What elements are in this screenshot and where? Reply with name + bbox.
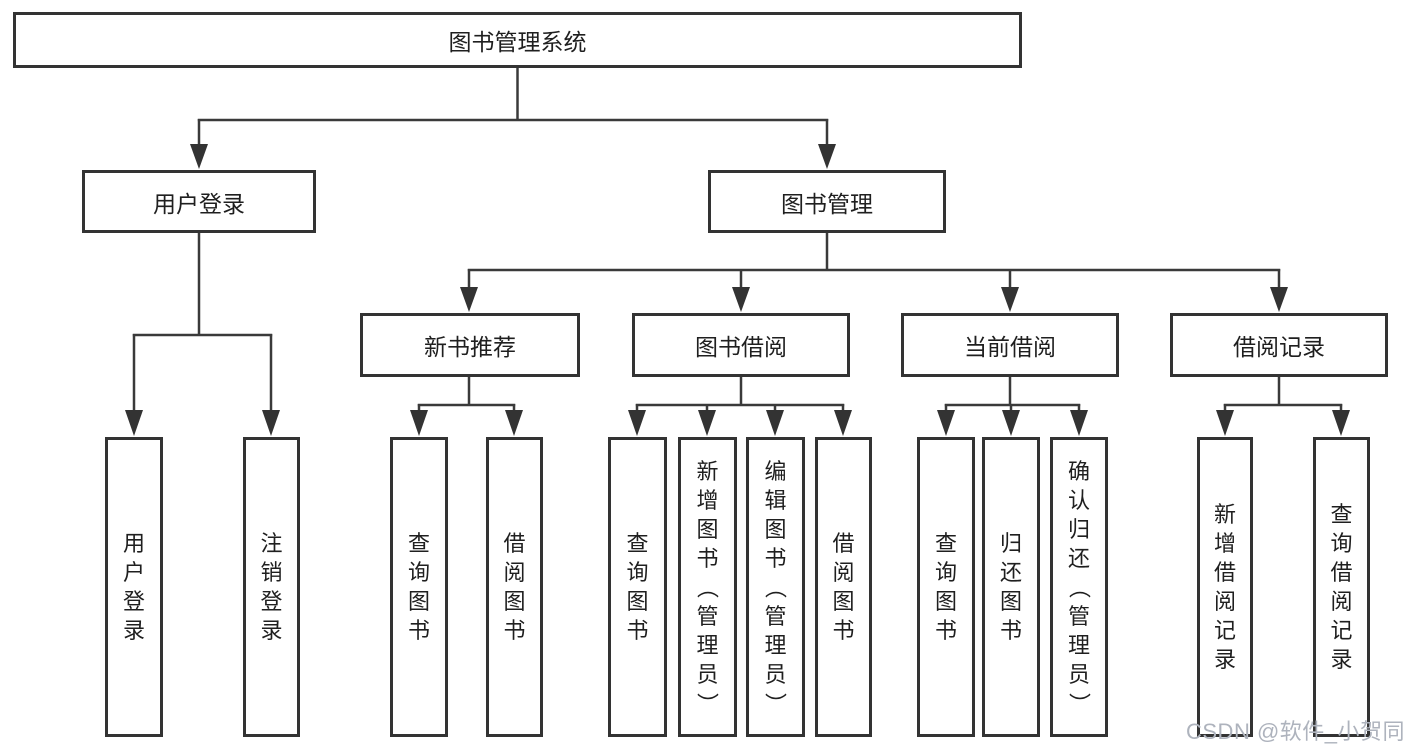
node-root: 图书管理系统 <box>13 12 1022 68</box>
node-leaf-add-books-admin-label: 新增图书（管理员） <box>694 458 720 715</box>
node-book-management: 图书管理 <box>708 170 946 233</box>
node-leaf-query-books-c: 查询图书 <box>917 437 975 737</box>
node-leaf-query-books-a-label: 查询图书 <box>407 531 430 643</box>
node-leaf-query-borrow-record: 查询借阅记录 <box>1313 437 1370 737</box>
node-user-login: 用户登录 <box>82 170 316 233</box>
node-borrow-records: 借阅记录 <box>1170 313 1388 377</box>
node-leaf-add-borrow-record: 新增借阅记录 <box>1197 437 1253 737</box>
node-leaf-query-books-c-label: 查询图书 <box>934 531 957 643</box>
arrowheads <box>125 144 1350 436</box>
node-leaf-query-books-b-label: 查询图书 <box>626 531 649 643</box>
node-leaf-query-books-a: 查询图书 <box>390 437 448 737</box>
node-leaf-add-borrow-record-label: 新增借阅记录 <box>1213 502 1236 672</box>
node-current-borrow-label: 当前借阅 <box>964 334 1056 360</box>
node-leaf-edit-books-admin: 编辑图书（管理员） <box>746 437 805 737</box>
node-leaf-edit-books-admin-label: 编辑图书（管理员） <box>762 458 788 715</box>
node-leaf-borrow-books-b: 借阅图书 <box>815 437 872 737</box>
node-new-book-recommend-label: 新书推荐 <box>424 334 516 360</box>
node-leaf-return-books: 归还图书 <box>982 437 1040 737</box>
node-leaf-query-borrow-record-label: 查询借阅记录 <box>1330 502 1353 672</box>
node-leaf-borrow-books-a-label: 借阅图书 <box>503 531 526 643</box>
node-current-borrow: 当前借阅 <box>901 313 1119 377</box>
node-book-borrow: 图书借阅 <box>632 313 850 377</box>
node-leaf-add-books-admin: 新增图书（管理员） <box>678 437 737 737</box>
node-root-label: 图书管理系统 <box>448 29 587 55</box>
node-new-book-recommend: 新书推荐 <box>360 313 580 377</box>
node-user-login-label: 用户登录 <box>153 190 245 217</box>
node-book-borrow-label: 图书借阅 <box>695 334 787 360</box>
node-borrow-records-label: 借阅记录 <box>1233 334 1325 360</box>
node-leaf-query-books-b: 查询图书 <box>608 437 667 737</box>
node-leaf-user-login: 用户登录 <box>105 437 163 737</box>
node-leaf-borrow-books-b-label: 借阅图书 <box>832 531 855 643</box>
node-leaf-logout-login-label: 注销登录 <box>260 531 283 643</box>
node-leaf-confirm-return-admin: 确认归还（管理员） <box>1050 437 1108 737</box>
csdn-watermark: CSDN @软件_小贺同学 <box>1186 719 1405 744</box>
node-leaf-borrow-books-a: 借阅图书 <box>486 437 543 737</box>
node-book-management-label: 图书管理 <box>781 190 873 217</box>
node-leaf-confirm-return-admin-label: 确认归还（管理员） <box>1066 458 1092 715</box>
node-leaf-return-books-label: 归还图书 <box>999 531 1022 643</box>
node-leaf-user-login-label: 用户登录 <box>122 531 145 643</box>
node-leaf-logout-login: 注销登录 <box>243 437 300 737</box>
